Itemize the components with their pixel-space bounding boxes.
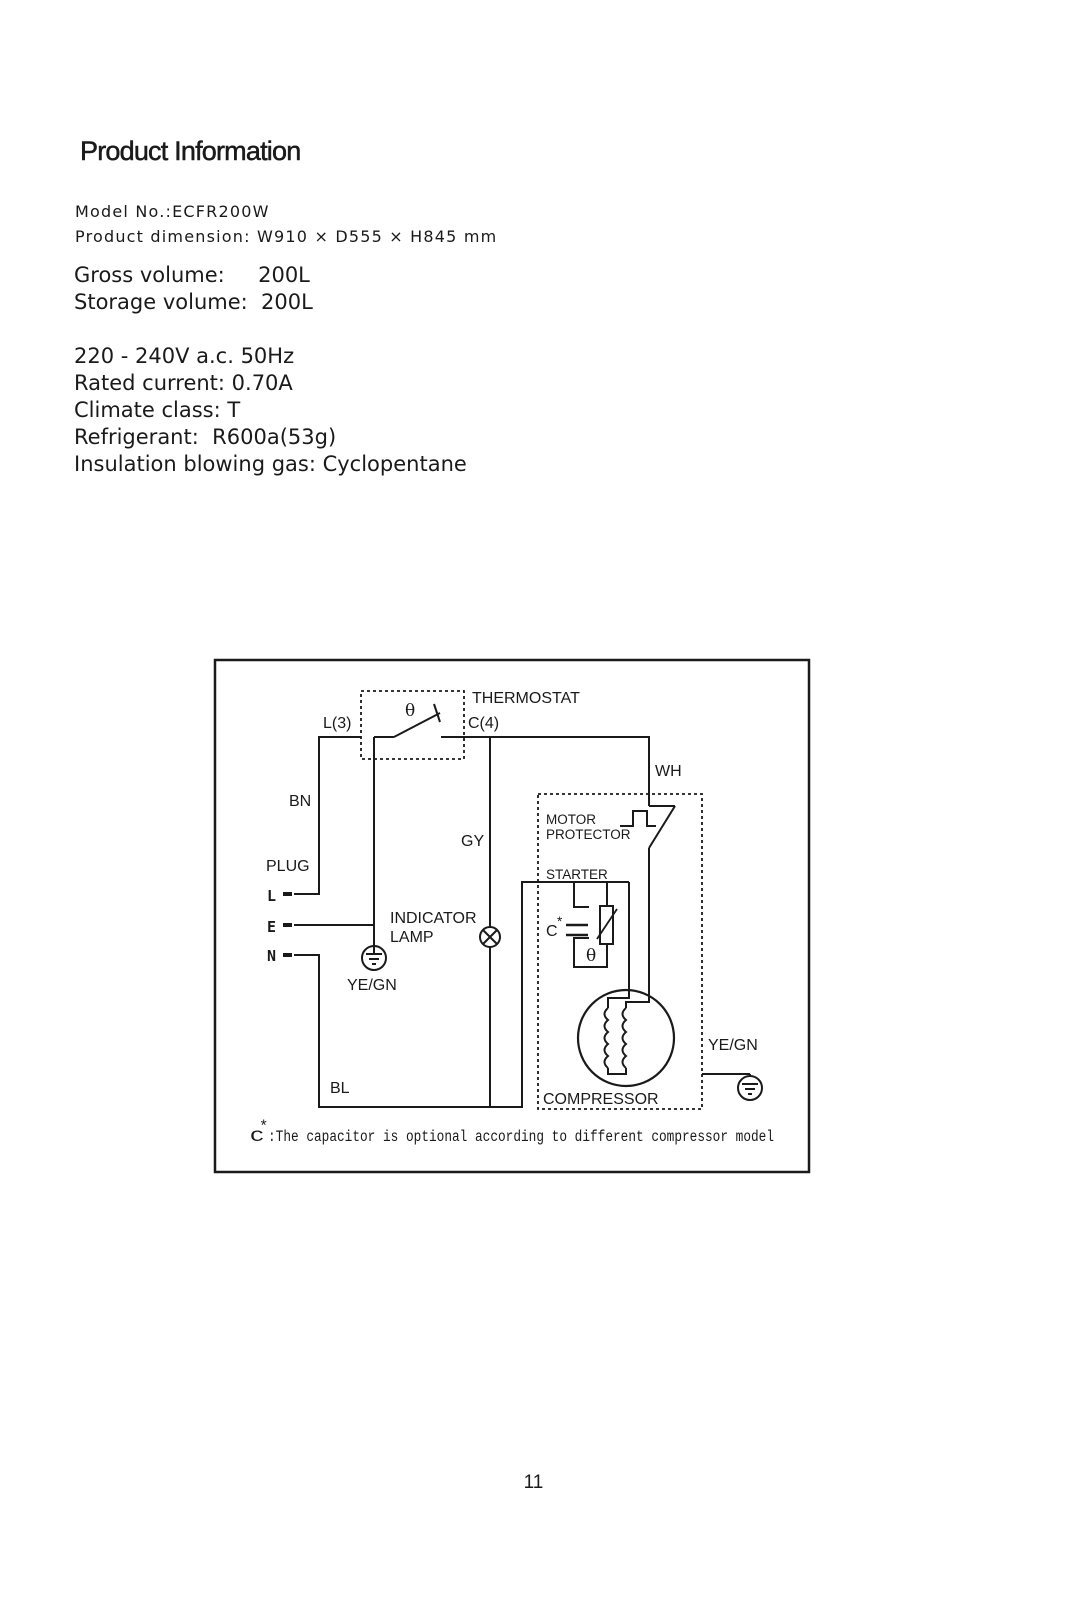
label-l3: L(3) xyxy=(323,715,351,732)
plug-pin-n: N xyxy=(267,947,276,965)
insulation-gas-spec: Insulation blowing gas: Cyclopentane xyxy=(74,452,467,476)
wire-wh xyxy=(464,736,650,806)
product-dimension: Product dimension: W910 × D555 × H845 mm xyxy=(75,227,498,246)
ground-icon xyxy=(361,945,387,971)
motor-protector-symbol xyxy=(620,810,656,827)
climate-class-spec: Climate class: T xyxy=(74,398,241,422)
starter-theta-symbol: θ xyxy=(586,946,596,966)
footnote-star: * xyxy=(259,1118,268,1136)
label-plug: PLUG xyxy=(266,858,310,875)
label-wh: WH xyxy=(655,763,682,780)
refrigerant-spec: Refrigerant: R600a(53g) xyxy=(74,425,337,449)
label-ye-gn-compressor: YE/GN xyxy=(708,1037,758,1054)
rated-current-spec: Rated current: 0.70A xyxy=(74,371,293,395)
storage-volume: Storage volume: 200L xyxy=(74,290,313,314)
wiring xyxy=(294,736,751,1108)
motor-winding-run xyxy=(621,1007,628,1069)
label-bl: BL xyxy=(330,1080,350,1097)
label-capacitor-star: * xyxy=(557,914,563,929)
label-thermostat: THERMOSTAT xyxy=(472,690,580,707)
page-title: Product Information xyxy=(80,136,302,167)
label-ye-gn-plug: YE/GN xyxy=(347,977,397,994)
compressor-unit: θ xyxy=(537,793,703,1110)
footnote-c: C xyxy=(250,1128,264,1146)
ground-icon xyxy=(737,1075,763,1101)
wire-bn xyxy=(294,736,361,895)
motor-protector-switch xyxy=(648,805,676,849)
thermostat: θ xyxy=(360,690,465,760)
diagram-frame xyxy=(213,658,811,1174)
wire-bl xyxy=(294,881,629,1108)
label-compressor: COMPRESSOR xyxy=(543,1091,659,1108)
thermostat-theta-symbol: θ xyxy=(405,701,415,721)
plug-pin-e: E xyxy=(267,918,276,936)
gross-volume: Gross volume: 200L xyxy=(74,263,310,287)
label-starter: STARTER xyxy=(546,867,608,882)
label-gy: GY xyxy=(461,833,484,850)
voltage-spec: 220 - 240V a.c. 50Hz xyxy=(74,344,295,368)
label-c4: C(4) xyxy=(468,715,499,732)
label-capacitor: C xyxy=(546,923,558,940)
indicator-lamp-icon xyxy=(479,926,501,948)
page-number: 11 xyxy=(523,1472,544,1493)
label-lamp: LAMP xyxy=(390,929,434,946)
model-number: Model No.:ECFR200W xyxy=(75,202,270,221)
compressor-motor-icon xyxy=(576,988,676,1088)
label-indicator: INDICATOR xyxy=(390,910,477,927)
footnote-text: :The capacitor is optional according to … xyxy=(268,1128,774,1146)
thermostat-box xyxy=(360,690,465,760)
plug-pins: L E N xyxy=(267,887,292,965)
plug-pin-l: L xyxy=(267,887,276,905)
label-motor: MOTOR xyxy=(546,812,596,827)
thermostat-switch xyxy=(393,712,441,738)
compressor-box xyxy=(537,793,703,1110)
motor-winding-start xyxy=(603,1007,610,1069)
label-bn: BN xyxy=(289,793,311,810)
label-protector: PROTECTOR xyxy=(546,827,631,842)
